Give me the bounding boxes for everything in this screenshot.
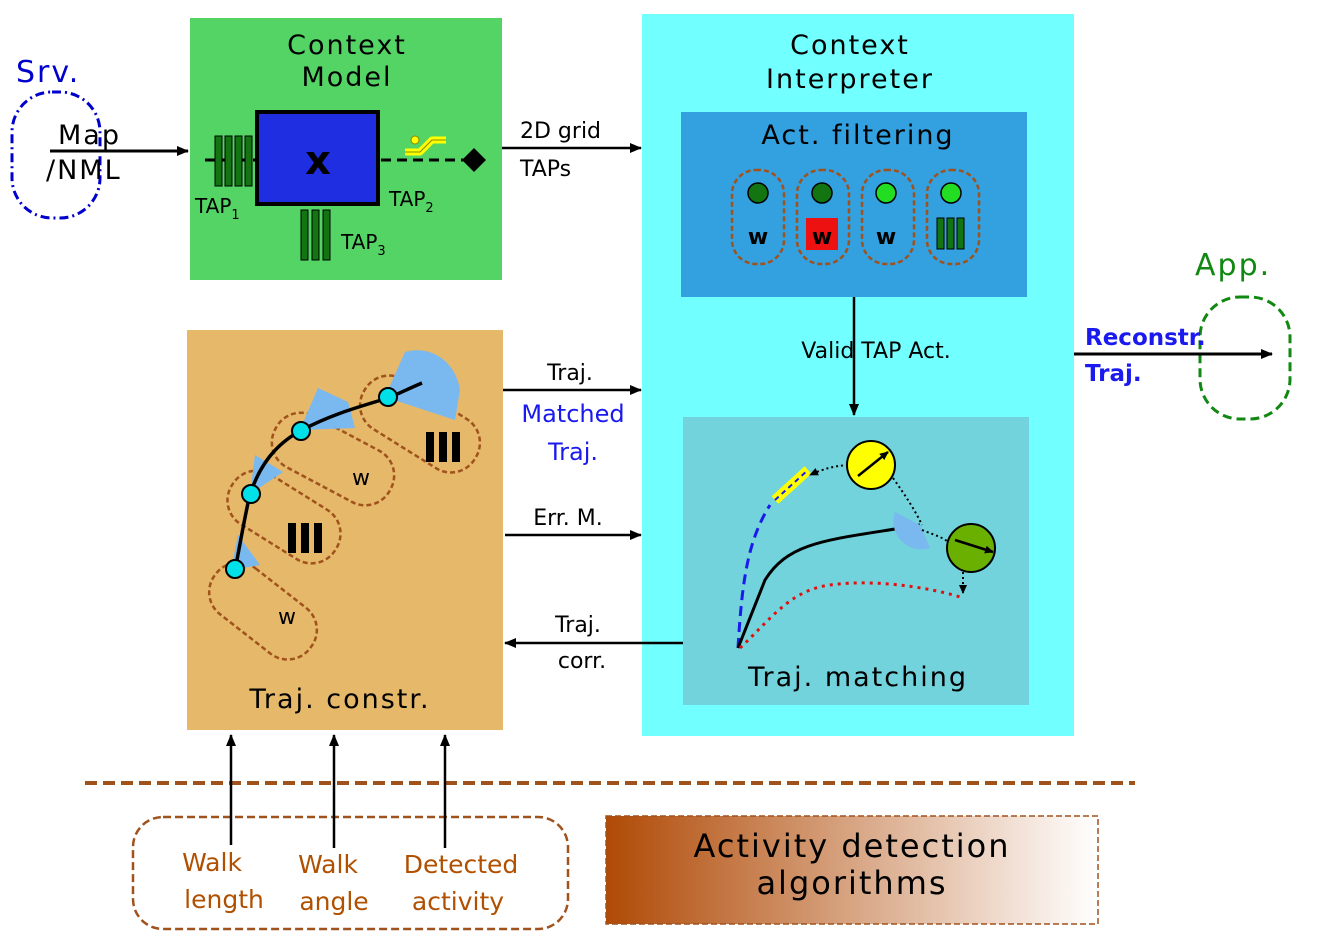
server-source: Srv. Map /NML (10, 55, 189, 220)
raw-trajectory-line (736, 523, 921, 649)
walk-mark-3: w (876, 225, 896, 250)
activity-slot-1: w (730, 168, 786, 266)
stairs-mark-lower (288, 523, 322, 553)
matched-path-dashed (736, 504, 772, 649)
heading-fan-3 (300, 388, 355, 430)
tap1-label: TAP1 (194, 194, 240, 223)
act-filtering-title: Act. filtering (761, 120, 954, 151)
activity-detection-label-line1: Activity detection (694, 827, 1011, 865)
step-point (225, 559, 245, 579)
step-point (241, 484, 261, 504)
traj-constr-title: Traj. constr. (248, 684, 430, 715)
context-model-box: Context Model x TAP1 TAP2 TAP3 (190, 18, 502, 280)
app-target: App. Reconstr. Traj. (1074, 248, 1292, 421)
walk-angle-label-line1: Walk (298, 850, 358, 879)
activity-slot-3: w (860, 168, 916, 266)
sensor-inputs-group (131, 815, 570, 931)
traj-matching-title: Traj. matching (747, 662, 968, 693)
segment-region-walk-upper (270, 411, 396, 507)
walk-mark-lower: w (278, 605, 296, 630)
segment-region-walk-lower (207, 561, 319, 661)
srv-boundary (10, 90, 102, 220)
walk-mark-upper: w (352, 466, 370, 491)
heading-fan-2 (250, 455, 283, 494)
yellow-compass-needle (857, 451, 889, 477)
walk-mark: w (748, 225, 768, 250)
tap2-label: TAP2 (388, 187, 434, 216)
err-m-label: Err. M. (533, 506, 603, 531)
reconstr-label-line1: Reconstr. (1085, 325, 1206, 351)
segment-region-stairs-lower (226, 469, 342, 565)
interpreter-title-line1: Context (790, 30, 910, 61)
activity-slot-2: w (795, 168, 851, 266)
map-label: Map (58, 120, 121, 151)
traj-corr-label-line2: corr. (558, 649, 606, 674)
activity-detection-block (605, 815, 1099, 925)
stairs-icon-small (936, 217, 965, 250)
detected-activity-label-line1: Detected (404, 850, 519, 879)
room-block (255, 110, 380, 206)
reconstr-label-line2: Traj. (1085, 361, 1142, 387)
yellow-link-dotted (809, 464, 849, 476)
walk-length-label-line1: Walk (182, 848, 242, 877)
app-boundary (1198, 295, 1292, 421)
escalator-icon (405, 135, 446, 156)
step-point (378, 387, 398, 407)
diamond-marker (462, 148, 486, 172)
escalator-segment-icon (771, 466, 812, 504)
stairs-icon (214, 135, 253, 187)
context-model-title-line2: Model (301, 62, 392, 93)
grid-taps-label-line2: TAPs (519, 157, 571, 182)
traj-corr-label-line1: Traj. (554, 613, 601, 638)
interpreter-title-line2: Interpreter (766, 64, 934, 95)
context-model-title-line1: Context (287, 30, 407, 61)
walk-mark-rejected: w (812, 225, 832, 250)
traj-label: Traj. (546, 361, 593, 386)
room-x-mark: x (305, 138, 331, 184)
tap3-label: TAP3 (340, 230, 386, 259)
green-compass-needle (954, 538, 994, 554)
traj-constr-box: Traj. constr. w w (187, 330, 503, 730)
valid-tap-label: Valid TAP Act. (801, 339, 950, 364)
stairs-mark-upper (426, 432, 460, 462)
stairs-icon-tap3 (300, 209, 331, 261)
context-interpreter-box: Context Interpreter Act. filtering w w w (642, 14, 1074, 736)
heading-fan (893, 512, 930, 550)
matched-traj-label-line2: Traj. (547, 438, 598, 466)
activity-slot-4 (925, 168, 981, 266)
corrected-path-dotted (738, 581, 964, 650)
green-compass-icon (946, 523, 996, 573)
act-filtering-panel (681, 112, 1027, 297)
walk-angle-label-line2: angle (299, 887, 368, 916)
walk-length-label-line2: length (184, 885, 264, 914)
app-label: App. (1195, 248, 1271, 283)
detected-activity-label-line2: activity (412, 887, 504, 916)
grid-taps-label-line1: 2D grid (520, 119, 601, 144)
nml-label: /NML (46, 155, 122, 186)
heading-fan-4 (385, 350, 460, 420)
yellow-green-link-dotted (892, 477, 923, 526)
step-point (291, 421, 311, 441)
matched-traj-label-line1: Matched (521, 400, 624, 428)
srv-label: Srv. (16, 55, 80, 90)
activity-detection-label-line2: algorithms (756, 864, 947, 902)
